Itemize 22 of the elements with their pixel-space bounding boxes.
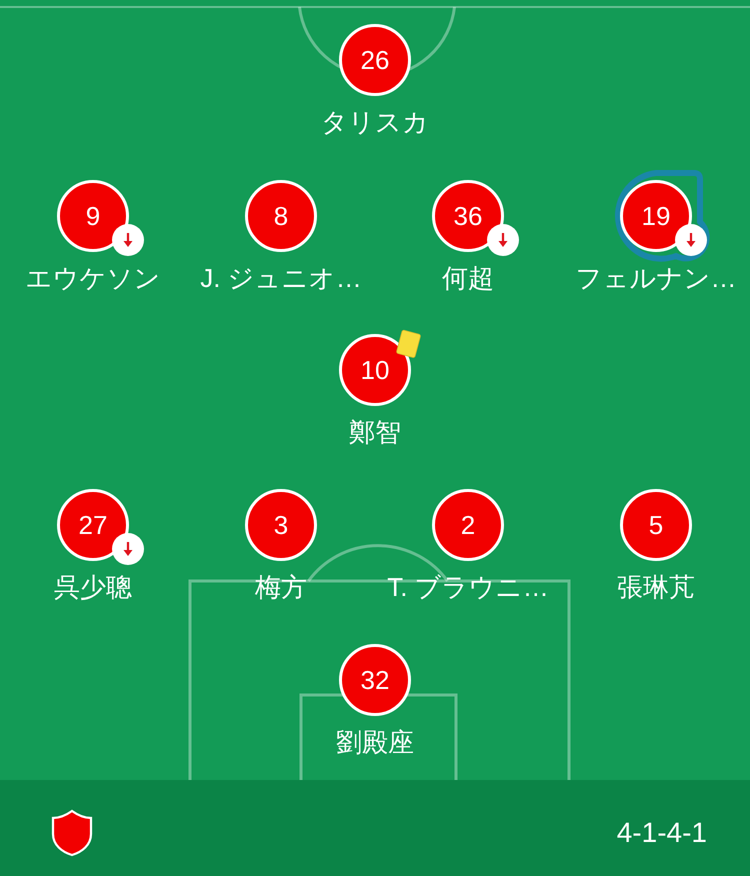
player-name: 鄭智: [349, 417, 401, 447]
player-marker: 9: [57, 180, 129, 252]
player-name: フェルナン…: [576, 263, 736, 293]
player-marker: 27: [57, 489, 129, 561]
player-marker: 8: [245, 180, 317, 252]
player-marker: 3: [245, 489, 317, 561]
player-marker: 2: [432, 489, 504, 561]
player-name: 梅方: [255, 572, 307, 602]
player-name: 劉殿座: [336, 727, 414, 757]
player-marker: 26: [339, 24, 411, 96]
player-name: 何超: [442, 263, 494, 293]
player-name: タリスカ: [321, 107, 429, 137]
player-marker: 32: [339, 644, 411, 716]
player-name: T. ブラウニ…: [387, 572, 549, 602]
player-marker: 10: [339, 334, 411, 406]
player-name: 張琳芃: [617, 572, 695, 602]
player-marker: 36: [432, 180, 504, 252]
player-name: エウケソン: [26, 263, 160, 293]
player-marker: 5: [620, 489, 692, 561]
player-name: 呉少聰: [54, 572, 132, 602]
player-name: J. ジュニオ…: [200, 263, 362, 293]
formation-label: 4-1-4-1: [616, 817, 707, 849]
